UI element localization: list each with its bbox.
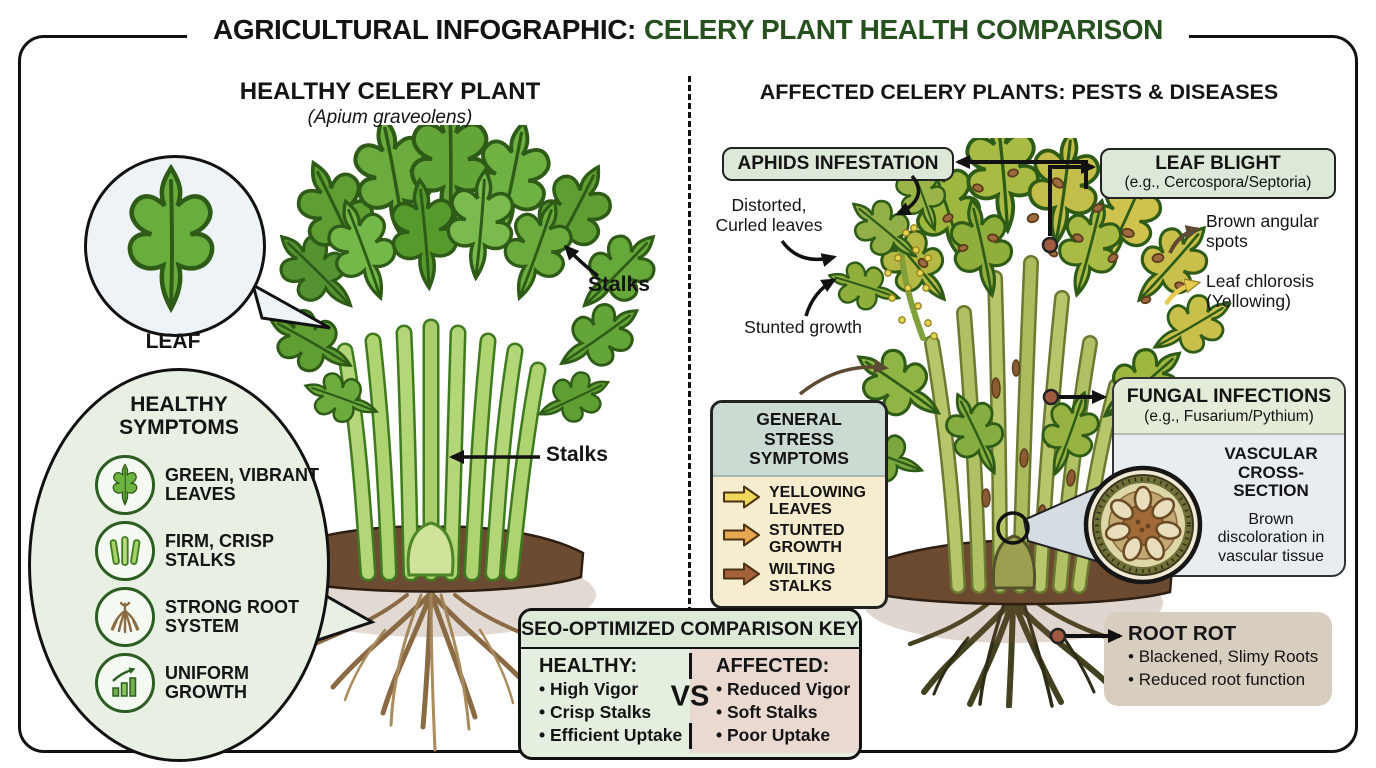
symptom-item-growth: UNIFORM GROWTH: [95, 653, 325, 713]
growth-chart-icon: [95, 653, 155, 713]
chlorosis-label: Leaf chlorosis (Yellowing): [1206, 271, 1314, 311]
comparison-key-title: SEO-OPTIMIZED COMPARISON KEY: [521, 611, 859, 649]
cross-section-title: VASCULAR CROSS-SECTION: [1224, 444, 1318, 501]
vs-label: VS: [670, 680, 710, 713]
stem-magnifier-circle: [996, 511, 1030, 545]
symptoms-title: HEALTHY SYMPTOMS: [119, 393, 239, 440]
stunted-growth-label: Stunted growth: [744, 317, 862, 337]
vs-divider-bottom: [689, 723, 692, 749]
stalks-icon: [95, 521, 155, 581]
stress-item-stunted: STUNTED GROWTH: [723, 523, 877, 557]
leaf-callout-tail: [250, 281, 331, 330]
leaf-icon: [95, 455, 155, 515]
healthy-symptoms-bubble: HEALTHY SYMPTOMS GREEN, VIBRANT LEAVES F…: [28, 368, 330, 762]
stress-item-wilting: WILTING STALKS: [723, 561, 877, 596]
fungal-body: VASCULAR CROSS-SECTION Brown discolorati…: [1114, 435, 1344, 566]
brown-spots-label: Brown angular spots: [1206, 211, 1319, 251]
leaf-blight-subtitle: (e.g., Cercospora/Septoria): [1124, 174, 1312, 191]
root-rot-box: ROOT ROT Blackened, Slimy Roots Reduced …: [1104, 612, 1332, 706]
stalks-label-top: Stalks: [588, 273, 650, 296]
aphid-cluster: [828, 149, 957, 341]
vs-divider-top: [689, 653, 692, 679]
roots-icon: [95, 587, 155, 647]
affected-section-header: AFFECTED CELERY PLANTS: PESTS & DISEASES: [704, 80, 1334, 105]
key-affected-column: AFFECTED: Reduced Vigor Soft Stalks Poor…: [690, 649, 859, 753]
brown-arrow-icon: [723, 562, 760, 586]
distorted-leaves-label: Distorted, Curled leaves: [715, 195, 823, 235]
aphids-title: APHIDS INFESTATION: [737, 153, 939, 174]
leaf-callout-label: LEAF: [145, 330, 201, 353]
title-highlight: CELERY PLANT HEALTH COMPARISON: [643, 14, 1163, 45]
vascular-cross-section-illustration: [1083, 465, 1203, 585]
key-healthy-column: HEALTHY: High Vigor Crisp Stalks Efficie…: [521, 649, 690, 753]
leaf-blight-title: LEAF BLIGHT: [1155, 153, 1281, 174]
affected-stalk-base: [991, 534, 1037, 590]
aphids-infestation-box: APHIDS INFESTATION: [722, 147, 954, 181]
stalks-label-side: Stalks: [546, 443, 608, 466]
key-affected-heading: AFFECTED:: [716, 655, 830, 677]
root-rot-bullet: Blackened, Slimy Roots: [1128, 646, 1332, 669]
affected-heading: AFFECTED CELERY PLANTS: PESTS & DISEASES: [759, 80, 1279, 104]
cross-section-note: Brown discoloration in vascular tissue: [1217, 511, 1325, 565]
leaf-illustration: [87, 158, 256, 327]
healthy-heading: HEALTHY CELERY PLANT: [239, 78, 541, 105]
stalk-base: [406, 521, 455, 577]
stress-item-yellowing: YELLOWING LEAVES: [723, 484, 877, 519]
root-rot-title: ROOT ROT: [1128, 622, 1237, 645]
yellow-arrow-icon: [723, 485, 760, 509]
healthy-section-header: HEALTHY CELERY PLANT (Apium graveolens): [140, 78, 640, 129]
page-title: AGRICULTURAL INFOGRAPHIC:CELERY PLANT HE…: [0, 14, 1376, 46]
healthy-roots: [311, 590, 551, 752]
fungal-header: FUNGAL INFECTIONS (e.g., Fusarium/Pythiu…: [1114, 379, 1344, 435]
fungal-subtitle: (e.g., Fusarium/Pythium): [1144, 408, 1314, 425]
leaf-blight-box: LEAF BLIGHT (e.g., Cercospora/Septoria): [1100, 148, 1336, 199]
general-stress-box: GENERAL STRESS SYMPTOMS YELLOWING LEAVES…: [710, 400, 888, 609]
key-healthy-bullet: High Vigor: [539, 678, 690, 701]
leaf-magnifier: [84, 155, 266, 337]
key-affected-bullet: Poor Uptake: [716, 724, 859, 747]
symptom-item-stalks: FIRM, CRISP STALKS: [95, 521, 325, 581]
root-rot-bullet: Reduced root function: [1128, 669, 1332, 692]
comparison-key-body: HEALTHY: High Vigor Crisp Stalks Efficie…: [521, 649, 859, 753]
fungal-title: FUNGAL INFECTIONS: [1126, 385, 1332, 407]
symptom-item-leaves: GREEN, VIBRANT LEAVES: [95, 455, 325, 515]
affected-stalks: [924, 255, 1124, 594]
key-healthy-bullet: Efficient Uptake: [539, 724, 690, 747]
symptom-item-roots: STRONG ROOT SYSTEM: [95, 587, 325, 647]
center-divider: [688, 76, 691, 748]
healthy-plant-illustration: [255, 125, 665, 752]
key-healthy-bullet: Crisp Stalks: [539, 701, 690, 724]
orange-arrow-icon: [723, 523, 760, 547]
key-healthy-heading: HEALTHY:: [539, 655, 638, 677]
title-prefix: AGRICULTURAL INFOGRAPHIC:: [213, 14, 636, 45]
healthy-latin-name: (Apium graveolens): [307, 107, 473, 128]
key-affected-bullet: Soft Stalks: [716, 701, 859, 724]
comparison-key-box: SEO-OPTIMIZED COMPARISON KEY HEALTHY: Hi…: [518, 608, 862, 760]
stress-title: GENERAL STRESS SYMPTOMS: [713, 403, 885, 477]
key-affected-bullet: Reduced Vigor: [716, 678, 859, 701]
